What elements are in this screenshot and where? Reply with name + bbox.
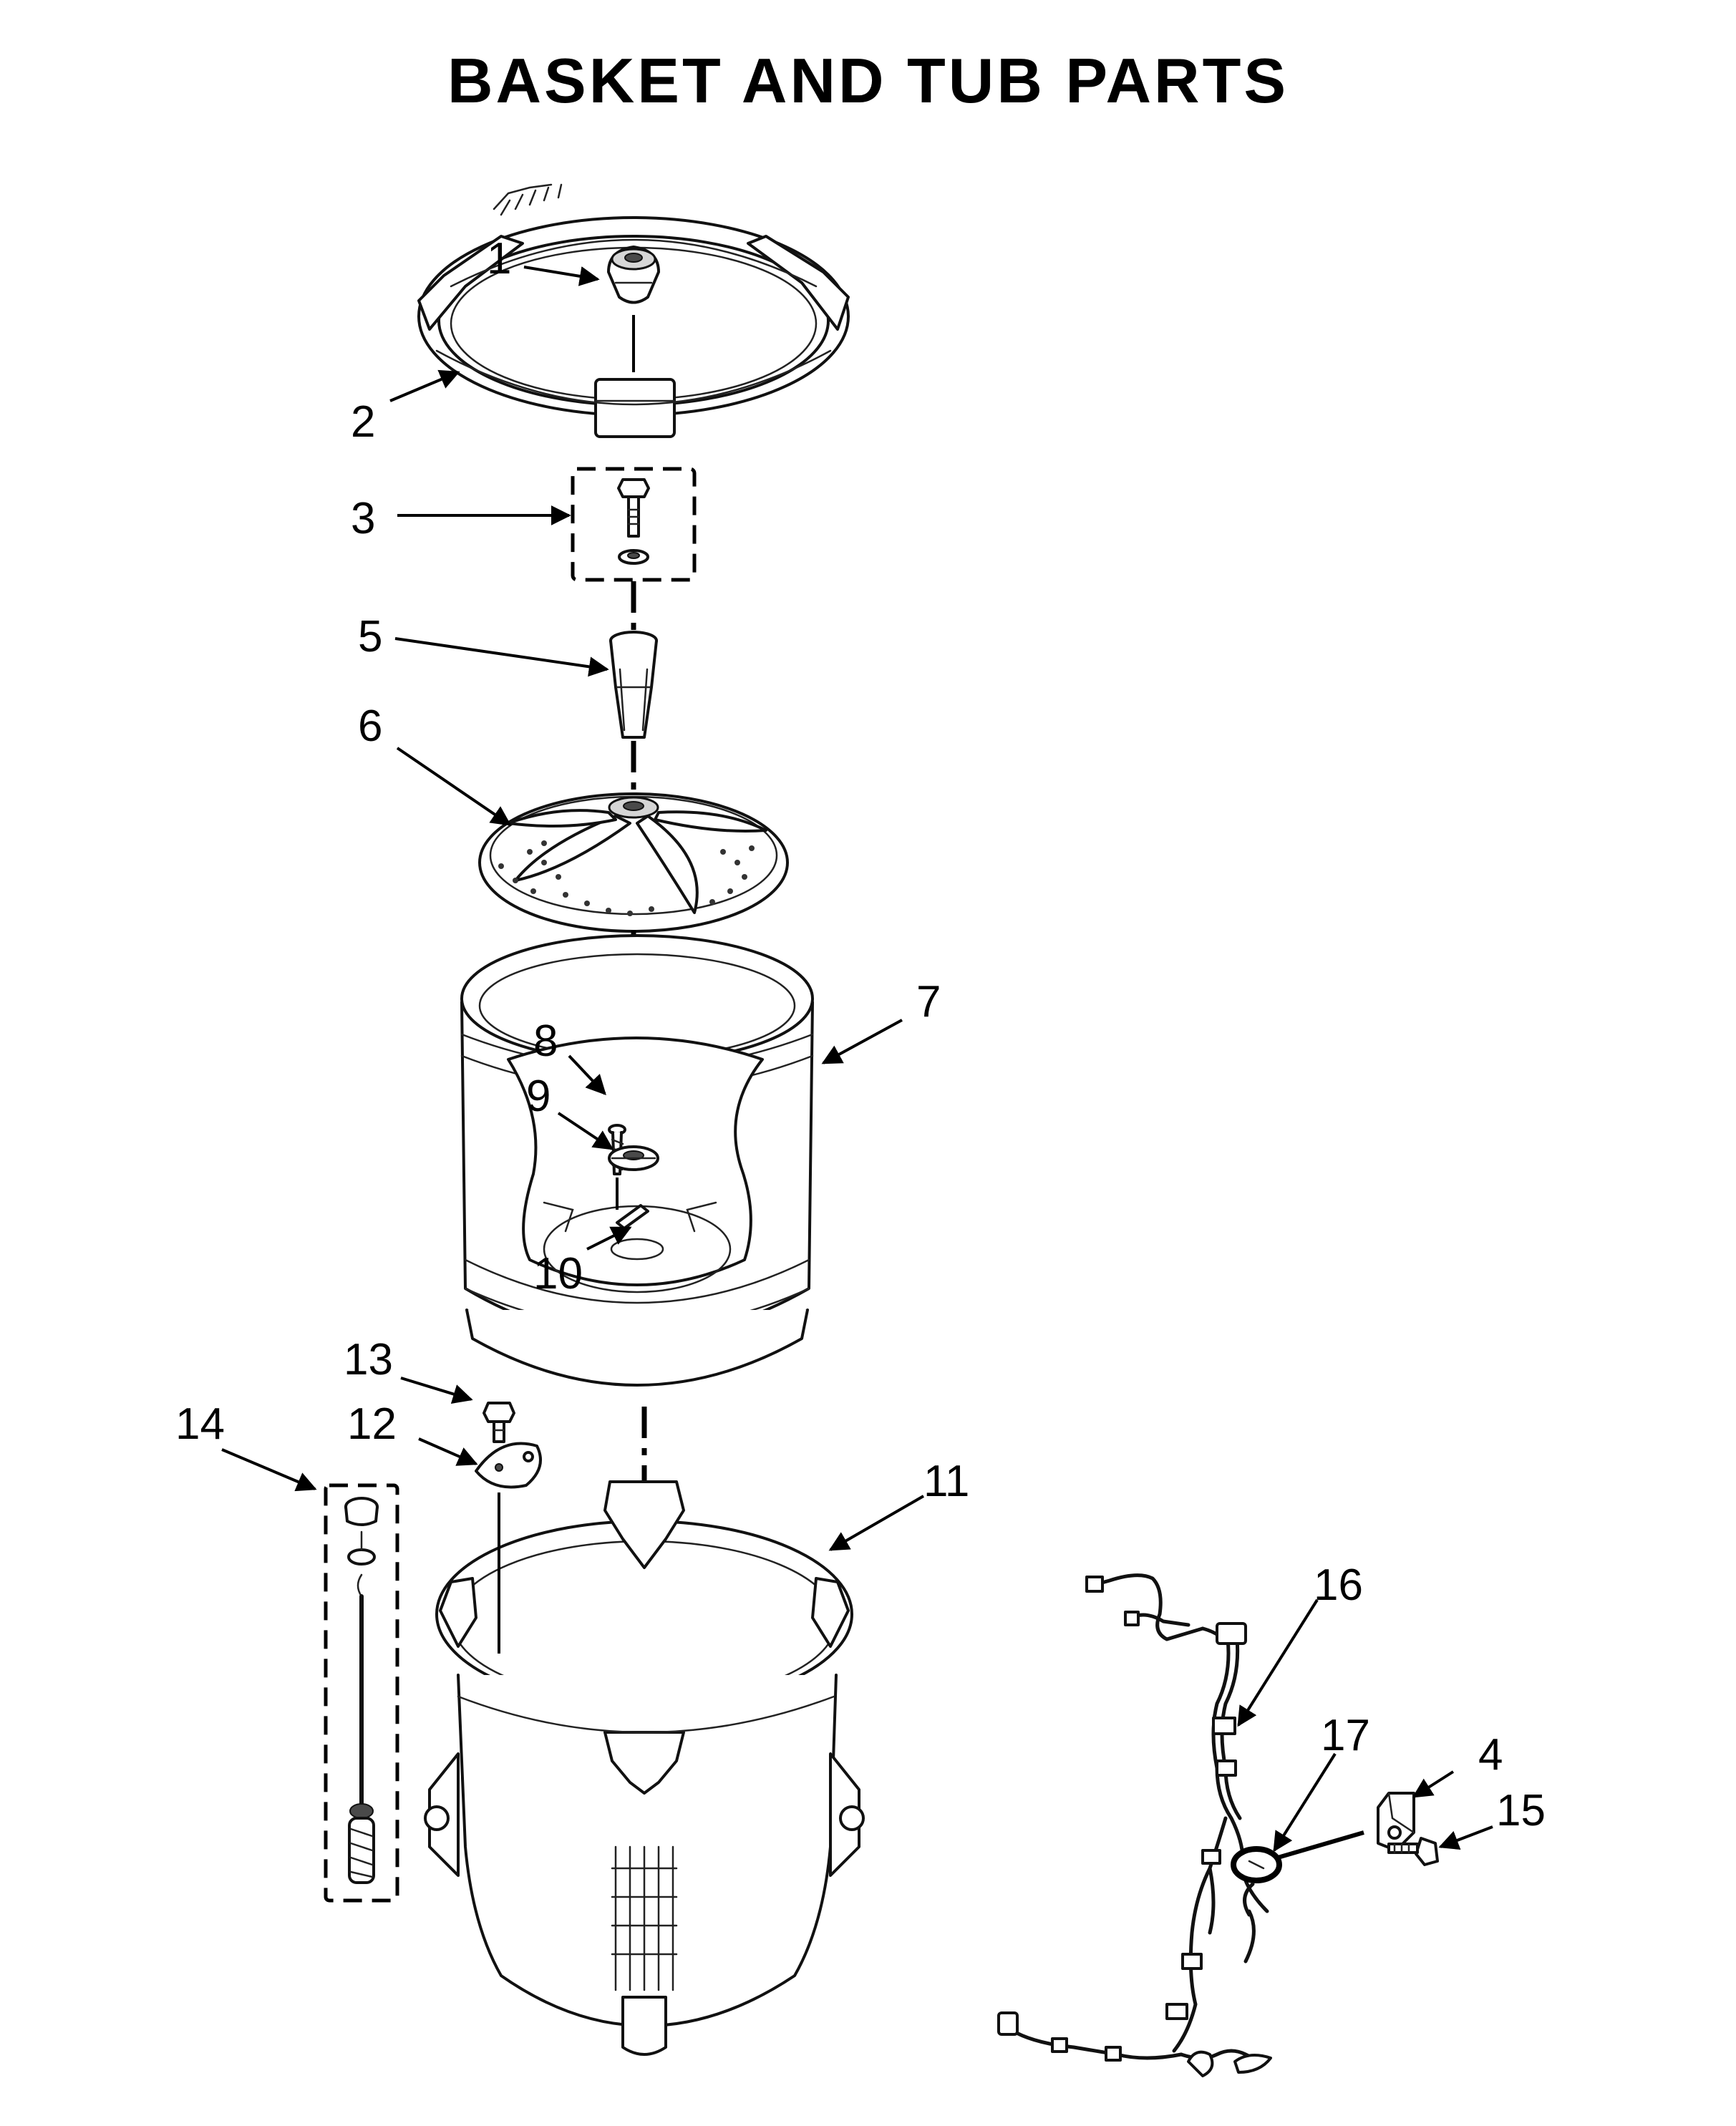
page-title: BASKET AND TUB PARTS: [447, 45, 1289, 116]
part-5-drive-shaft-adapter[interactable]: [609, 631, 658, 739]
part-4-harness-clip[interactable]: [1377, 1792, 1415, 1852]
leader-17-ground: [1277, 1830, 1364, 1860]
part-2-tub-ring[interactable]: [417, 183, 850, 438]
callout-9: 9: [526, 1072, 551, 1121]
callout-5: 5: [358, 612, 382, 661]
callout-6: 6: [358, 702, 382, 751]
part-13-bolt[interactable]: [483, 1402, 515, 1443]
callout-15: 15: [1496, 1786, 1546, 1835]
part-9-hub[interactable]: [608, 1145, 659, 1171]
callout-7: 7: [916, 977, 941, 1026]
callout-17: 17: [1321, 1711, 1370, 1760]
callout-4: 4: [1478, 1730, 1503, 1780]
callout-13: 13: [344, 1335, 393, 1384]
callout-2: 2: [351, 397, 375, 447]
part-3-bolt-kit[interactable]: [571, 467, 697, 582]
part-14-suspension-rod-kit[interactable]: [324, 1483, 399, 1903]
part-12-cover-plate[interactable]: [475, 1442, 542, 1489]
callout-14: 14: [175, 1399, 225, 1449]
part-17-ferrite-ring[interactable]: [1231, 1846, 1282, 1917]
callout-12: 12: [347, 1399, 397, 1449]
part-1-agitator-cap[interactable]: [607, 246, 660, 304]
callout-3: 3: [351, 494, 375, 543]
part-10-clip[interactable]: [610, 1204, 664, 1261]
part-6-impeller[interactable]: [478, 792, 789, 933]
part-15-ground-screw[interactable]: [1387, 1837, 1439, 1866]
part-11-outer-tub[interactable]: [424, 1480, 865, 2056]
callout-8: 8: [533, 1016, 558, 1066]
callout-11: 11: [923, 1457, 969, 1506]
callout-1: 1: [487, 234, 511, 283]
callout-16: 16: [1314, 1560, 1363, 1610]
leader-lines: [221, 266, 1493, 1853]
part-16-wire-harness[interactable]: [997, 1573, 1272, 2077]
callout-10: 10: [533, 1249, 583, 1299]
callout-labels: 1 2 3 4 5 6 7 8 9 10 11 12 13 14 15 16 1…: [175, 234, 1546, 1835]
